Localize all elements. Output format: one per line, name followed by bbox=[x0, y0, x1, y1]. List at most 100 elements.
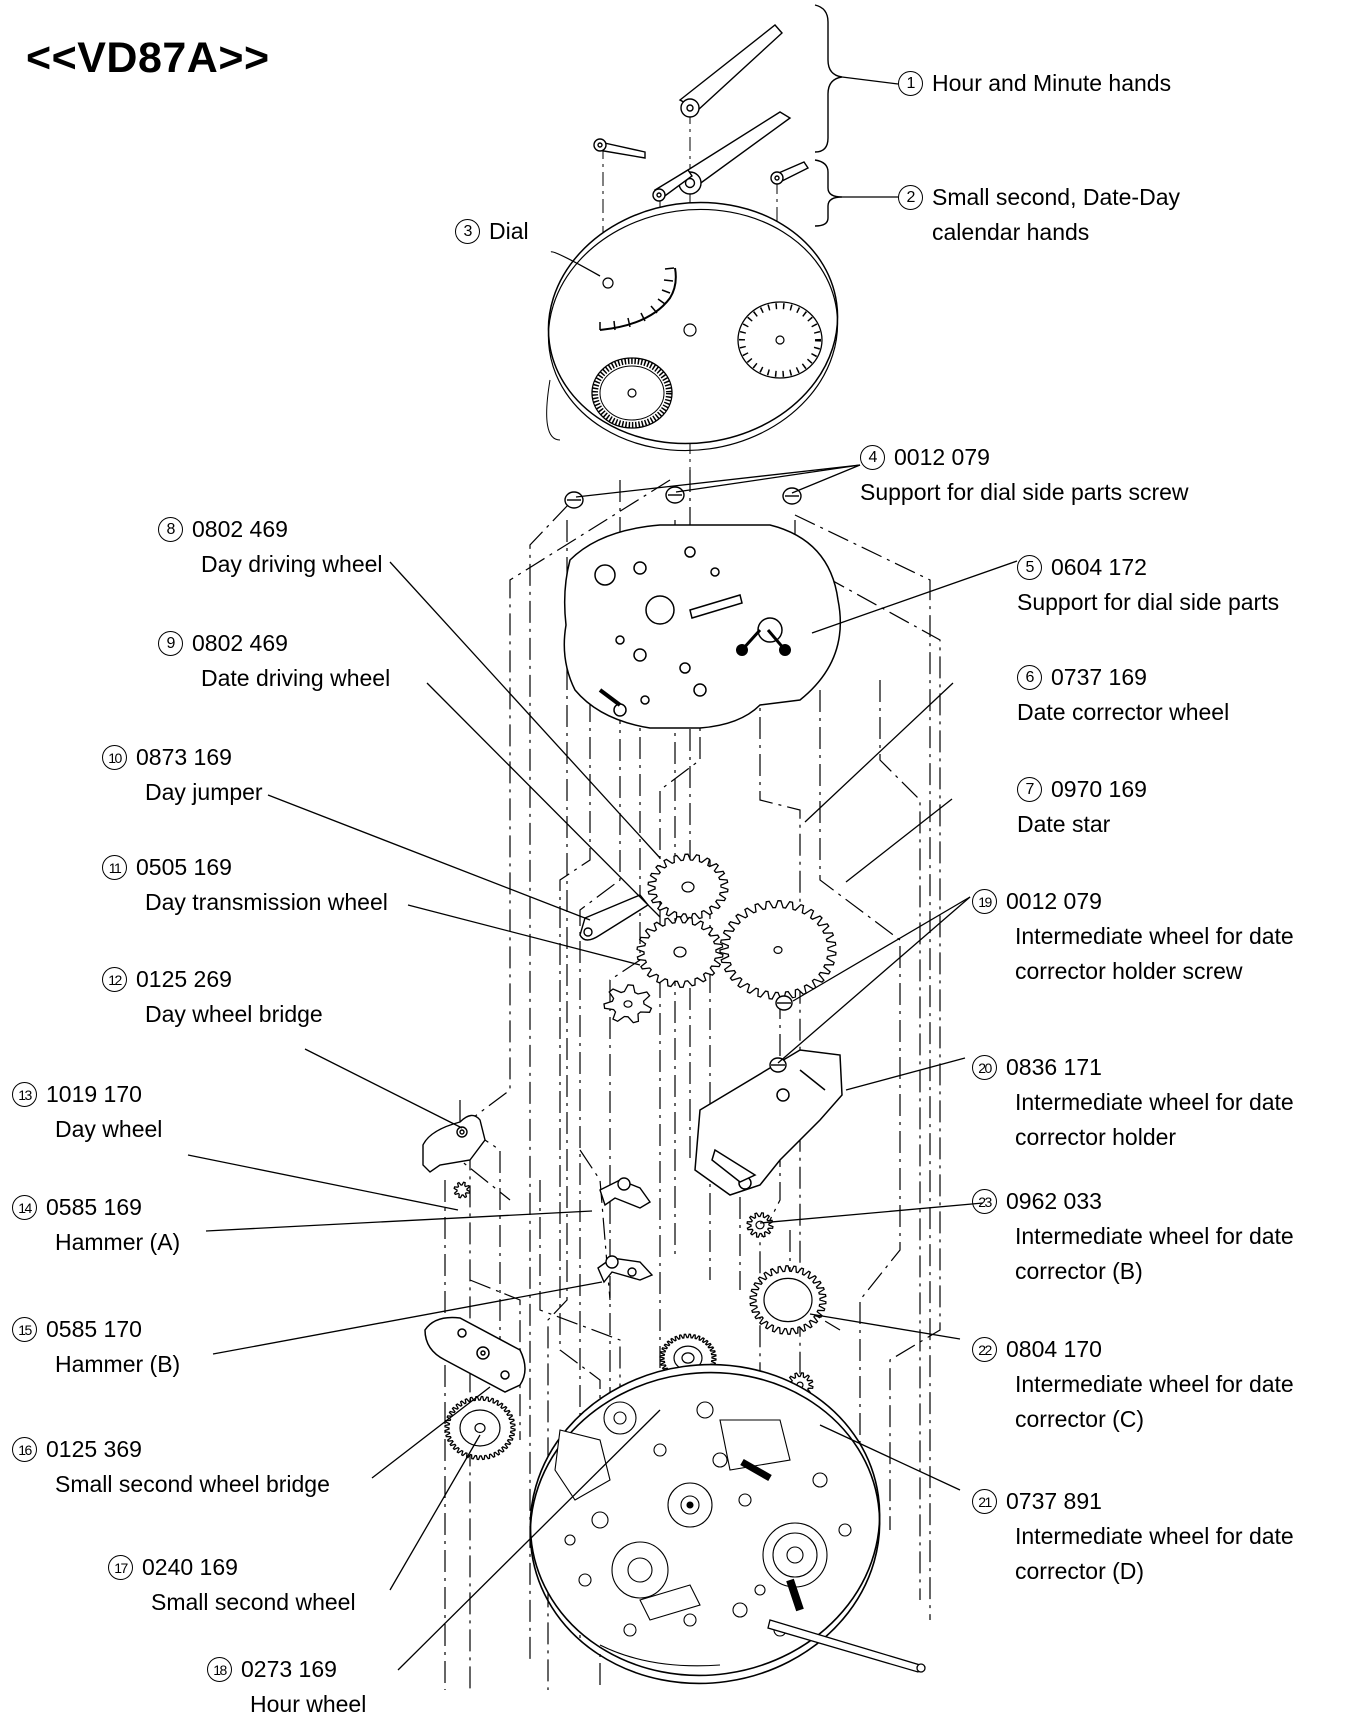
intermediate-holder-drawing bbox=[694, 1049, 843, 1196]
part-code-14: 0585 169 bbox=[46, 1194, 142, 1220]
part-desc-13-line1: Day wheel bbox=[55, 1116, 163, 1142]
part-desc-9-line1: Date driving wheel bbox=[201, 665, 391, 691]
part-number-6: 6 bbox=[1017, 665, 1042, 690]
date-star-gear bbox=[719, 900, 837, 1000]
part-number-12: 12 bbox=[102, 967, 127, 992]
part-number-11: 11 bbox=[102, 855, 127, 880]
day-transmission-wheel-gear-hub bbox=[623, 1000, 633, 1008]
part-desc-20-line2: corrector holder bbox=[1015, 1124, 1177, 1150]
part-desc-14-line1: Hammer (A) bbox=[55, 1229, 181, 1255]
part-code-16: 0125 369 bbox=[46, 1436, 142, 1462]
part-code-13: 1019 170 bbox=[46, 1081, 142, 1107]
part-desc-23-line2: corrector (B) bbox=[1015, 1258, 1143, 1284]
date-driving-wheel-gear-hub bbox=[673, 946, 687, 958]
part-desc-2-line1: Small second, Date-Day bbox=[932, 184, 1180, 210]
leader-lines bbox=[187, 76, 1018, 1671]
part-label-7: 7 0970 169 Date star bbox=[1017, 772, 1147, 842]
part-desc-16-line1: Small second wheel bridge bbox=[55, 1471, 330, 1497]
part-desc-20-line1: Intermediate wheel for date bbox=[1015, 1089, 1294, 1115]
part-number-9: 9 bbox=[158, 631, 183, 656]
part-number-15: 15 bbox=[12, 1317, 37, 1342]
day-driving-wheel-gear-hub bbox=[681, 881, 695, 893]
part-number-16: 16 bbox=[12, 1437, 37, 1462]
dial-drawing bbox=[546, 201, 839, 452]
part-code-7: 0970 169 bbox=[1051, 776, 1147, 802]
part-label-1: 1 Hour and Minute hands bbox=[898, 66, 1171, 101]
small-hands-drawing bbox=[593, 138, 810, 202]
part-number-18: 18 bbox=[207, 1657, 232, 1682]
part-desc-22-line2: corrector (C) bbox=[1015, 1406, 1145, 1432]
part-number-8: 8 bbox=[158, 517, 183, 542]
small-second-bridge-drawing bbox=[424, 1316, 526, 1393]
part-code-5: 0604 172 bbox=[1051, 554, 1147, 580]
part-number-10: 10 bbox=[102, 745, 127, 770]
part-number-14: 14 bbox=[12, 1195, 37, 1220]
day-wheel-bridge-drawing bbox=[422, 1114, 486, 1173]
part-label-10: 10 0873 169 Day jumper bbox=[102, 740, 263, 810]
small-second-wheel-gear-hub bbox=[474, 1422, 486, 1434]
day-transmission-wheel-gear bbox=[603, 984, 653, 1024]
day-wheel-gear bbox=[453, 1181, 471, 1199]
part-desc-7-line1: Date star bbox=[1017, 811, 1111, 837]
part-number-1: 1 bbox=[898, 71, 923, 96]
part-desc-5-line1: Support for dial side parts bbox=[1017, 589, 1280, 615]
part-label-16: 16 0125 369 Small second wheel bridge bbox=[12, 1432, 330, 1502]
support-plate-drawing bbox=[563, 524, 842, 729]
part-label-5: 5 0604 172 Support for dial side parts bbox=[1017, 550, 1279, 620]
part-number-19: 19 bbox=[972, 889, 997, 914]
part-label-13: 13 1019 170 Day wheel bbox=[12, 1077, 162, 1147]
part-label-14: 14 0585 169 Hammer (A) bbox=[12, 1190, 180, 1260]
part-code-22: 0804 170 bbox=[1006, 1336, 1102, 1362]
part-label-18: 18 0273 169 Hour wheel bbox=[207, 1652, 366, 1722]
hour-wheel-gear-hub bbox=[681, 1352, 695, 1364]
part-number-23: 23 bbox=[972, 1189, 997, 1214]
part-desc-12-line1: Day wheel bridge bbox=[145, 1001, 323, 1027]
day-driving-wheel-gear bbox=[647, 853, 729, 921]
part-code-21: 0737 891 bbox=[1006, 1488, 1102, 1514]
part-number-13: 13 bbox=[12, 1082, 37, 1107]
part-desc-19-line2: corrector holder screw bbox=[1015, 958, 1243, 984]
part-code-8: 0802 469 bbox=[192, 516, 288, 542]
part-code-15: 0585 170 bbox=[46, 1316, 142, 1342]
part-code-19: 0012 079 bbox=[1006, 888, 1102, 914]
part-desc-21-line1: Intermediate wheel for date bbox=[1015, 1523, 1294, 1549]
part-desc-4-line1: Support for dial side parts screw bbox=[860, 479, 1189, 505]
part-desc-22-line1: Intermediate wheel for date bbox=[1015, 1371, 1294, 1397]
part-code-17: 0240 169 bbox=[142, 1554, 238, 1580]
part-desc-1-line1: Hour and Minute hands bbox=[932, 70, 1172, 96]
part-code-10: 0873 169 bbox=[136, 744, 232, 770]
part-desc-17-line1: Small second wheel bbox=[151, 1589, 356, 1615]
part-code-6: 0737 169 bbox=[1051, 664, 1147, 690]
holder-screws bbox=[769, 995, 793, 1073]
part-number-3: 3 bbox=[455, 219, 480, 244]
part-code-18: 0273 169 bbox=[241, 1656, 337, 1682]
part-label-3: 3 Dial bbox=[455, 214, 529, 249]
part-number-2: 2 bbox=[898, 185, 923, 210]
intermediate-wheel-c-gear bbox=[749, 1265, 827, 1335]
part-desc-19-line1: Intermediate wheel for date bbox=[1015, 923, 1294, 949]
support-plate-studs bbox=[736, 628, 791, 656]
part-number-5: 5 bbox=[1017, 555, 1042, 580]
part-desc-3-line1: Dial bbox=[489, 218, 529, 244]
hour-minute-hands-drawing bbox=[678, 24, 792, 195]
part-code-9: 0802 469 bbox=[192, 630, 288, 656]
part-code-23: 0962 033 bbox=[1006, 1188, 1102, 1214]
date-driving-wheel-gear bbox=[636, 916, 724, 988]
part-desc-21-line2: corrector (D) bbox=[1015, 1558, 1145, 1584]
part-desc-10-line1: Day jumper bbox=[145, 779, 263, 805]
part-desc-18-line1: Hour wheel bbox=[250, 1691, 367, 1717]
part-number-22: 22 bbox=[972, 1337, 997, 1362]
day-wheel-gear-teeth bbox=[453, 1181, 471, 1199]
intermediate-wheel-c-gear-hub bbox=[763, 1277, 813, 1323]
part-number-21: 21 bbox=[972, 1489, 997, 1514]
part-number-7: 7 bbox=[1017, 777, 1042, 802]
part-number-20: 20 bbox=[972, 1055, 997, 1080]
